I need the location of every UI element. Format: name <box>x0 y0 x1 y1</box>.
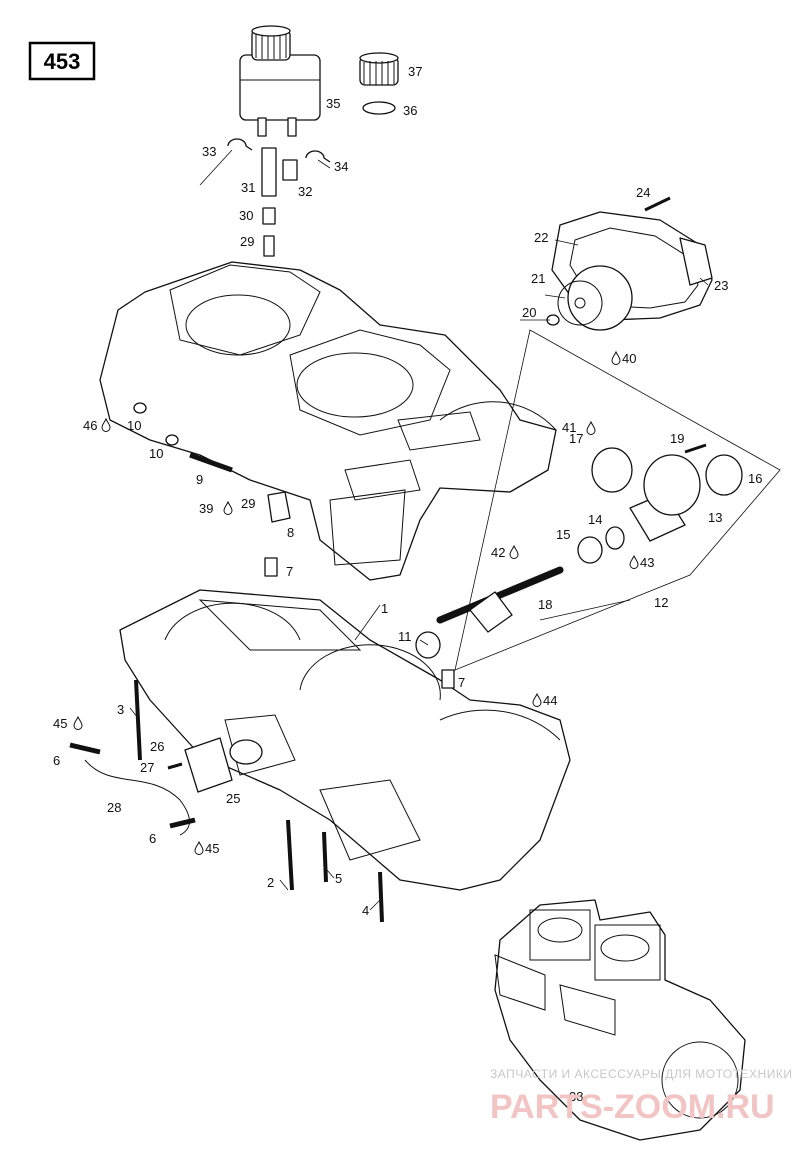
cover-screw <box>167 762 183 770</box>
bolt-2 <box>286 819 294 891</box>
callout-14: 14 <box>588 512 602 527</box>
callout-39: 39 <box>199 501 213 516</box>
callout-46: 46 <box>83 418 97 433</box>
washer-10a <box>165 434 179 446</box>
callout-10-lower: 10 <box>149 446 163 461</box>
callout-27: 27 <box>140 760 154 775</box>
callout-41: 41 <box>562 420 576 435</box>
watermark-logo: PARTS-ZOOM.RU <box>490 1088 775 1126</box>
callout-10-upper: 10 <box>127 418 141 433</box>
seal-14 <box>605 526 625 550</box>
callout-25: 25 <box>226 791 240 806</box>
stud-5 <box>322 831 328 883</box>
callout-12: 12 <box>654 595 668 610</box>
callout-26: 26 <box>150 739 164 754</box>
engine-thumbnail <box>494 899 746 1141</box>
callout-43: 43 <box>640 555 654 570</box>
bolt-3 <box>134 679 142 761</box>
watermark-tagline: ЗАПЧАСТИ И АКСЕССУАРЫ ДЛЯ МОТОТЕХНИКИ <box>490 1067 792 1081</box>
callout-35: 35 <box>326 96 340 111</box>
flange-13 <box>643 454 701 516</box>
callout-36: 36 <box>403 103 417 118</box>
oil-hose-long <box>261 147 277 197</box>
callout-18: 18 <box>538 597 552 612</box>
callout-16: 16 <box>748 471 762 486</box>
callout-20: 20 <box>522 305 536 320</box>
callout-1: 1 <box>381 601 388 616</box>
callout-31: 31 <box>241 180 255 195</box>
cover-plate <box>184 737 233 793</box>
washer-10b <box>133 402 147 414</box>
water-pump-housing <box>551 211 713 331</box>
callout-labels: 1 2 3 4 5 6 6 7 7 8 9 10 10 11 12 13 14 … <box>53 64 762 1104</box>
oil-hose-short <box>282 159 298 181</box>
pump-bolt <box>644 196 671 212</box>
callout-3: 3 <box>117 702 124 717</box>
callout-32: 32 <box>298 184 312 199</box>
callout-34: 34 <box>334 159 348 174</box>
output-shaft <box>436 566 564 633</box>
callout-45-lower: 45 <box>205 841 219 856</box>
banjo-fitting-upper <box>69 742 101 755</box>
callout-13: 13 <box>708 510 722 525</box>
fitting-9 <box>189 452 233 473</box>
callout-28: 28 <box>107 800 121 815</box>
cap-gasket <box>362 101 396 115</box>
page-number-box: 453 <box>28 41 96 81</box>
oil-tube <box>84 759 190 836</box>
upper-crankcase <box>99 261 557 581</box>
callout-42: 42 <box>491 545 505 560</box>
bolt-4 <box>378 871 384 923</box>
callout-23: 23 <box>714 278 728 293</box>
callout-37: 37 <box>408 64 422 79</box>
callout-29-upper: 29 <box>240 234 254 249</box>
callout-11: 11 <box>398 629 412 644</box>
callout-6-lower: 6 <box>149 831 156 846</box>
callout-40: 40 <box>622 351 636 366</box>
callout-24: 24 <box>636 185 650 200</box>
dowel-pin-lower <box>441 669 455 689</box>
oil-line <box>263 235 275 257</box>
bearing-15 <box>577 536 603 564</box>
watermark: ЗАПЧАСТИ И АКСЕССУАРЫ ДЛЯ МОТОТЕХНИКИ PA… <box>490 1067 792 1126</box>
screw-19 <box>684 443 707 454</box>
callout-9: 9 <box>196 472 203 487</box>
callout-33: 33 <box>202 144 216 159</box>
callout-7-upper: 7 <box>286 564 293 579</box>
callout-5: 5 <box>335 871 342 886</box>
callout-17: 17 <box>569 431 583 446</box>
callout-4: 4 <box>362 903 369 918</box>
callout-8: 8 <box>287 525 294 540</box>
hose-clamps <box>227 138 331 163</box>
callout-15: 15 <box>556 527 570 542</box>
callout-7-lower: 7 <box>458 675 465 690</box>
page-number: 453 <box>44 49 81 74</box>
banjo-fitting-lower <box>169 817 196 829</box>
seal-16 <box>705 454 743 496</box>
callout-29-lower: 29 <box>241 496 255 511</box>
callout-21: 21 <box>531 271 545 286</box>
callout-2: 2 <box>267 875 274 890</box>
callout-22: 22 <box>534 230 548 245</box>
plug-8 <box>267 491 291 523</box>
oil-reservoir <box>239 25 321 137</box>
lower-crankcase <box>119 589 571 891</box>
callout-30: 30 <box>239 208 253 223</box>
ring-17 <box>591 447 633 493</box>
leader-lines <box>129 149 709 911</box>
callout-38: 38 <box>569 1089 583 1104</box>
dowel-pin-upper <box>264 557 278 577</box>
reservoir-cap <box>359 52 399 86</box>
cover-gasket <box>229 739 263 765</box>
assembly-outline <box>454 329 781 671</box>
callout-44: 44 <box>543 693 557 708</box>
callout-6-upper: 6 <box>53 753 60 768</box>
callout-45-upper: 45 <box>53 716 67 731</box>
hose-connector <box>262 207 276 225</box>
callout-19: 19 <box>670 431 684 446</box>
